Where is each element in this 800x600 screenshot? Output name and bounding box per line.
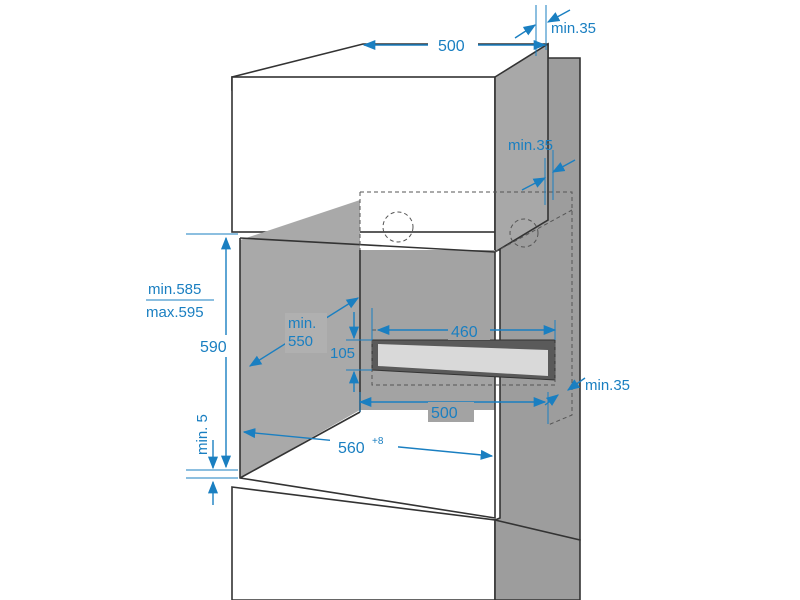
dimension-base-clearance: min. 5 [186, 414, 238, 505]
opening-height-max-label: max.595 [146, 304, 204, 321]
upper-box-front [231, 76, 496, 233]
side-clearance-lower-label: min.35 [585, 377, 630, 394]
lower-base-side [494, 518, 581, 600]
side-clearance-label: min.35 [508, 137, 553, 154]
dimension-top-clearance: min.35 [514, 5, 596, 56]
vent-height-label: 105 [330, 345, 355, 362]
top-clearance-label: min.35 [551, 20, 596, 37]
upper-vent-hole-front [382, 211, 414, 243]
upper-vent-hole-rear [509, 218, 539, 248]
cabinet [231, 42, 581, 600]
opening-height-min-label: min.585 [148, 281, 201, 298]
dimension-vent-height: 105 [330, 312, 372, 392]
niche-top-edge [239, 237, 496, 253]
lower-base-front [231, 486, 496, 600]
width-value-label: 560 [338, 440, 365, 457]
dimension-base-depth: 500 [358, 392, 549, 424]
dimension-vent-width: 460 [371, 308, 557, 341]
dimension-side-clearance: min.35 [508, 137, 576, 205]
vent-width-label: 460 [451, 324, 478, 341]
dimension-side-clearance-lower: min.35 [544, 377, 630, 406]
base-clearance-label: min. 5 [194, 414, 211, 455]
depth-value-label: 550 [288, 333, 313, 350]
depth-min-label: min. [288, 315, 316, 332]
vent-slot-inner [378, 344, 548, 376]
dimension-depth: min. 550 [248, 297, 360, 367]
top-width-label: 500 [438, 38, 465, 55]
dimension-height: 590 [186, 233, 239, 471]
height-label: 590 [200, 339, 227, 356]
base-depth-label: 500 [431, 405, 458, 422]
upper-box-side [494, 42, 549, 254]
dimension-width: 560 +8 [242, 428, 494, 460]
dimension-opening-height-range: min.585 max.595 [146, 281, 214, 321]
dimension-top-width: 500 [362, 34, 547, 55]
width-tolerance-label: +8 [372, 436, 384, 447]
